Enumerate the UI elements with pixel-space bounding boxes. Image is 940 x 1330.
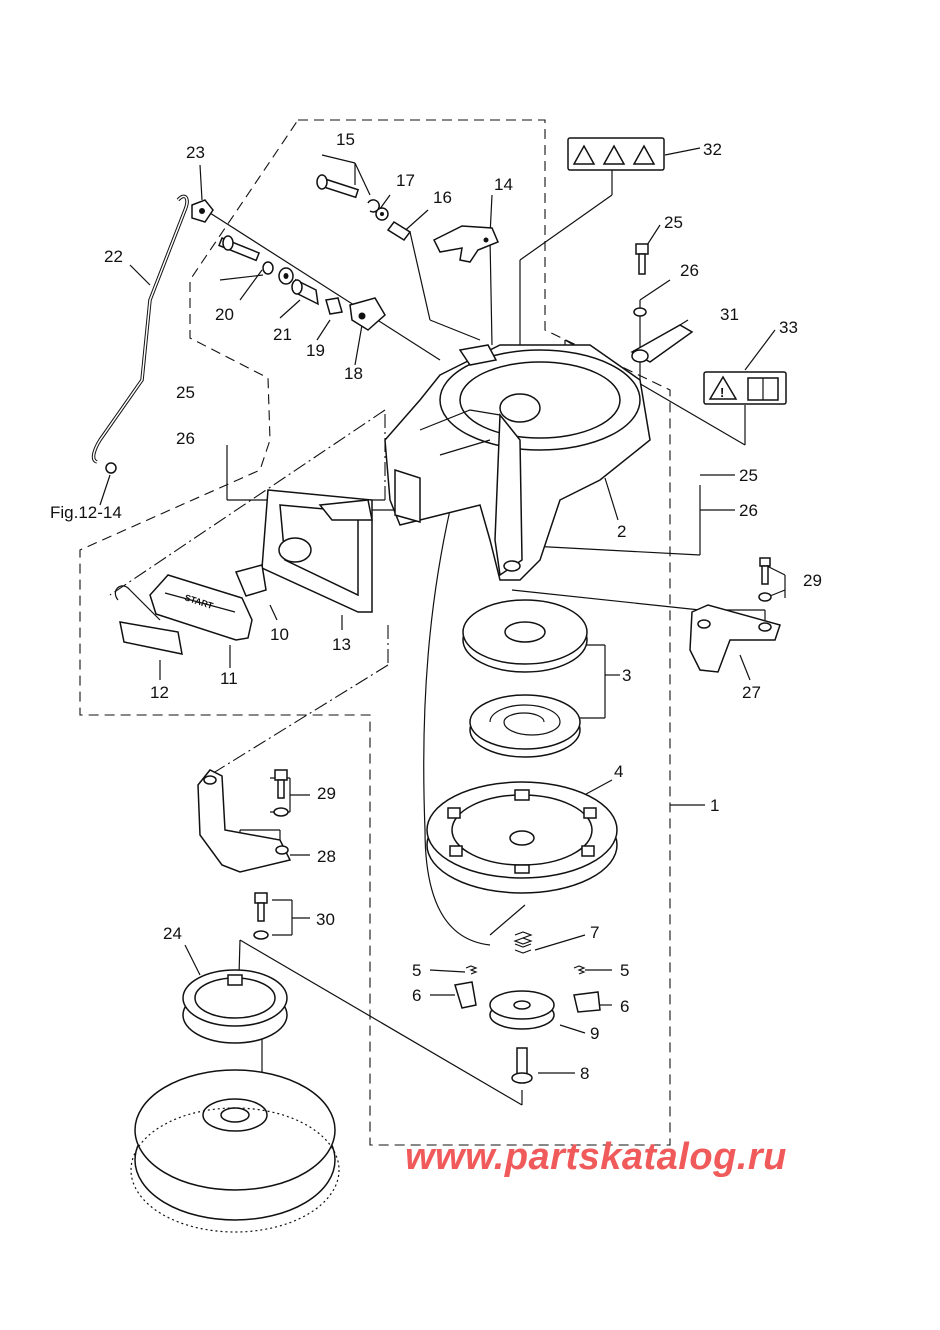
callout-15: 15 [336, 130, 355, 149]
callout-2: 2 [617, 522, 626, 541]
callout-25c: 25 [739, 466, 758, 485]
callout-17: 17 [396, 171, 415, 190]
callout-11: 11 [220, 669, 238, 688]
callout-25a: 25 [664, 213, 683, 232]
callout-5b: 5 [620, 961, 629, 980]
svg-text:!: ! [720, 385, 724, 400]
callout-20: 20 [215, 305, 234, 324]
callout-28: 28 [317, 847, 336, 866]
callout-26b: 26 [176, 429, 195, 448]
bracket-right [689, 557, 781, 673]
ratchet-parts [454, 931, 601, 1084]
callout-21: 21 [273, 325, 292, 344]
callout-10: 10 [270, 625, 289, 644]
spring-parts [462, 599, 588, 758]
callout-5a: 5 [412, 961, 421, 980]
top-right-bolts [630, 243, 694, 363]
watermark: www.partskatalog.ru [405, 1136, 787, 1178]
bracket-left [197, 769, 292, 940]
callout-16: 16 [433, 188, 452, 207]
callouts: 1 2 3 4 5 5 6 6 7 8 9 10 11 12 13 14 15 … [50, 130, 822, 1083]
callout-31: 31 [720, 305, 739, 324]
pulley-and-flywheel [130, 969, 340, 1233]
upper-bolt-parts [316, 174, 499, 263]
callout-6a: 6 [412, 986, 421, 1005]
reel [426, 781, 618, 894]
clip-part [191, 199, 214, 223]
callout-32: 32 [703, 140, 722, 159]
callout-23: 23 [186, 143, 205, 162]
callout-1: 1 [710, 796, 719, 815]
starter-housing [384, 344, 651, 581]
callout-33: 33 [779, 318, 798, 337]
callout-14: 14 [494, 175, 513, 194]
handle-assembly: START [114, 489, 373, 655]
callout-19: 19 [306, 341, 325, 360]
fig-reference: Fig.12-14 [50, 503, 122, 522]
callout-26c: 26 [739, 501, 758, 520]
callout-7: 7 [590, 923, 599, 942]
callout-26a: 26 [680, 261, 699, 280]
callout-22: 22 [104, 247, 123, 266]
callout-29b: 29 [317, 784, 336, 803]
callout-8: 8 [580, 1064, 589, 1083]
callout-29a: 29 [803, 571, 822, 590]
callout-6b: 6 [620, 997, 629, 1016]
callout-12: 12 [150, 683, 169, 702]
callout-3: 3 [622, 666, 631, 685]
callout-27: 27 [742, 683, 761, 702]
callout-9: 9 [590, 1024, 599, 1043]
callout-25b: 25 [176, 383, 195, 402]
warning-labels: ! [567, 137, 787, 405]
bolt-and-bushing-parts [218, 235, 386, 331]
callout-13: 13 [332, 635, 351, 654]
callout-24: 24 [163, 924, 182, 943]
callout-4: 4 [614, 762, 623, 781]
callout-18: 18 [344, 364, 363, 383]
link-rod [91, 194, 189, 474]
callout-30: 30 [316, 910, 335, 929]
